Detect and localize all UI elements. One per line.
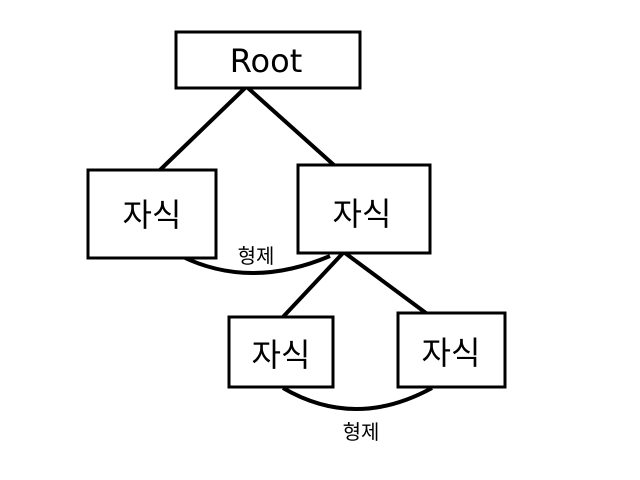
edge-root-to-child-right: [246, 86, 337, 168]
edge-child-right-to-grandchild-right: [343, 251, 432, 318]
node-child-right: 자식: [296, 163, 432, 255]
sibling-arc-top: [180, 254, 331, 275]
sibling-label-top: 형제: [238, 244, 275, 268]
node-grandchild-right-label: 자식: [422, 334, 481, 372]
node-root-box: [174, 30, 362, 90]
node-grandchild-right-box: [396, 311, 507, 389]
edge-root-to-child-left: [158, 86, 247, 172]
node-grandchild-left-label: 자식: [252, 336, 311, 374]
node-child-right-box: [296, 163, 432, 255]
edge-child-right-to-grandchild-left: [280, 251, 345, 320]
node-child-right-label: 자식: [333, 195, 392, 233]
node-root-label: Root: [230, 42, 303, 80]
node-grandchild-right: 자식: [396, 311, 507, 389]
node-grandchild-left-box: [227, 315, 335, 389]
sibling-label-bottom: 형제: [343, 420, 380, 444]
sibling-arc-bottom: [281, 386, 433, 411]
node-child-left-box: [86, 168, 218, 260]
node-root: Root: [174, 30, 362, 90]
node-child-left-label: 자식: [123, 196, 182, 234]
node-grandchild-left: 자식: [227, 315, 335, 389]
node-child-left: 자식: [86, 168, 218, 260]
